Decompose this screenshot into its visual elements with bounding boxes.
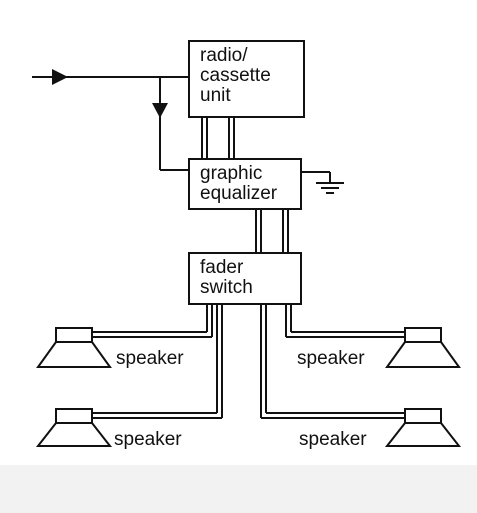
graphic-equalizer: graphic equalizer (188, 158, 302, 210)
speaker-icon (35, 408, 113, 447)
page-margin (0, 465, 477, 513)
speaker-label-top-right: speaker (297, 348, 365, 369)
fader-switch: fader switch (188, 252, 302, 305)
radio-cassette-unit: radio/ cassette unit (188, 40, 305, 118)
fader-line-1: fader (200, 257, 244, 278)
equalizer-line-2: equalizer (200, 183, 278, 204)
speaker-label-bottom-right: speaker (299, 429, 367, 450)
speaker-icon (384, 408, 462, 447)
equalizer-line-1: graphic (200, 163, 263, 184)
speaker-icon (385, 327, 461, 368)
radio-line-3: unit (200, 85, 231, 106)
speaker-icon (36, 327, 112, 368)
feed-arrow-icon (152, 103, 168, 118)
fader-line-2: switch (200, 277, 253, 298)
speaker-label-bottom-left: speaker (114, 429, 182, 450)
radio-line-1: radio/ (200, 45, 248, 66)
input-arrow-icon (52, 69, 68, 85)
speaker-label-top-left: speaker (116, 348, 184, 369)
radio-line-2: cassette (200, 65, 271, 86)
